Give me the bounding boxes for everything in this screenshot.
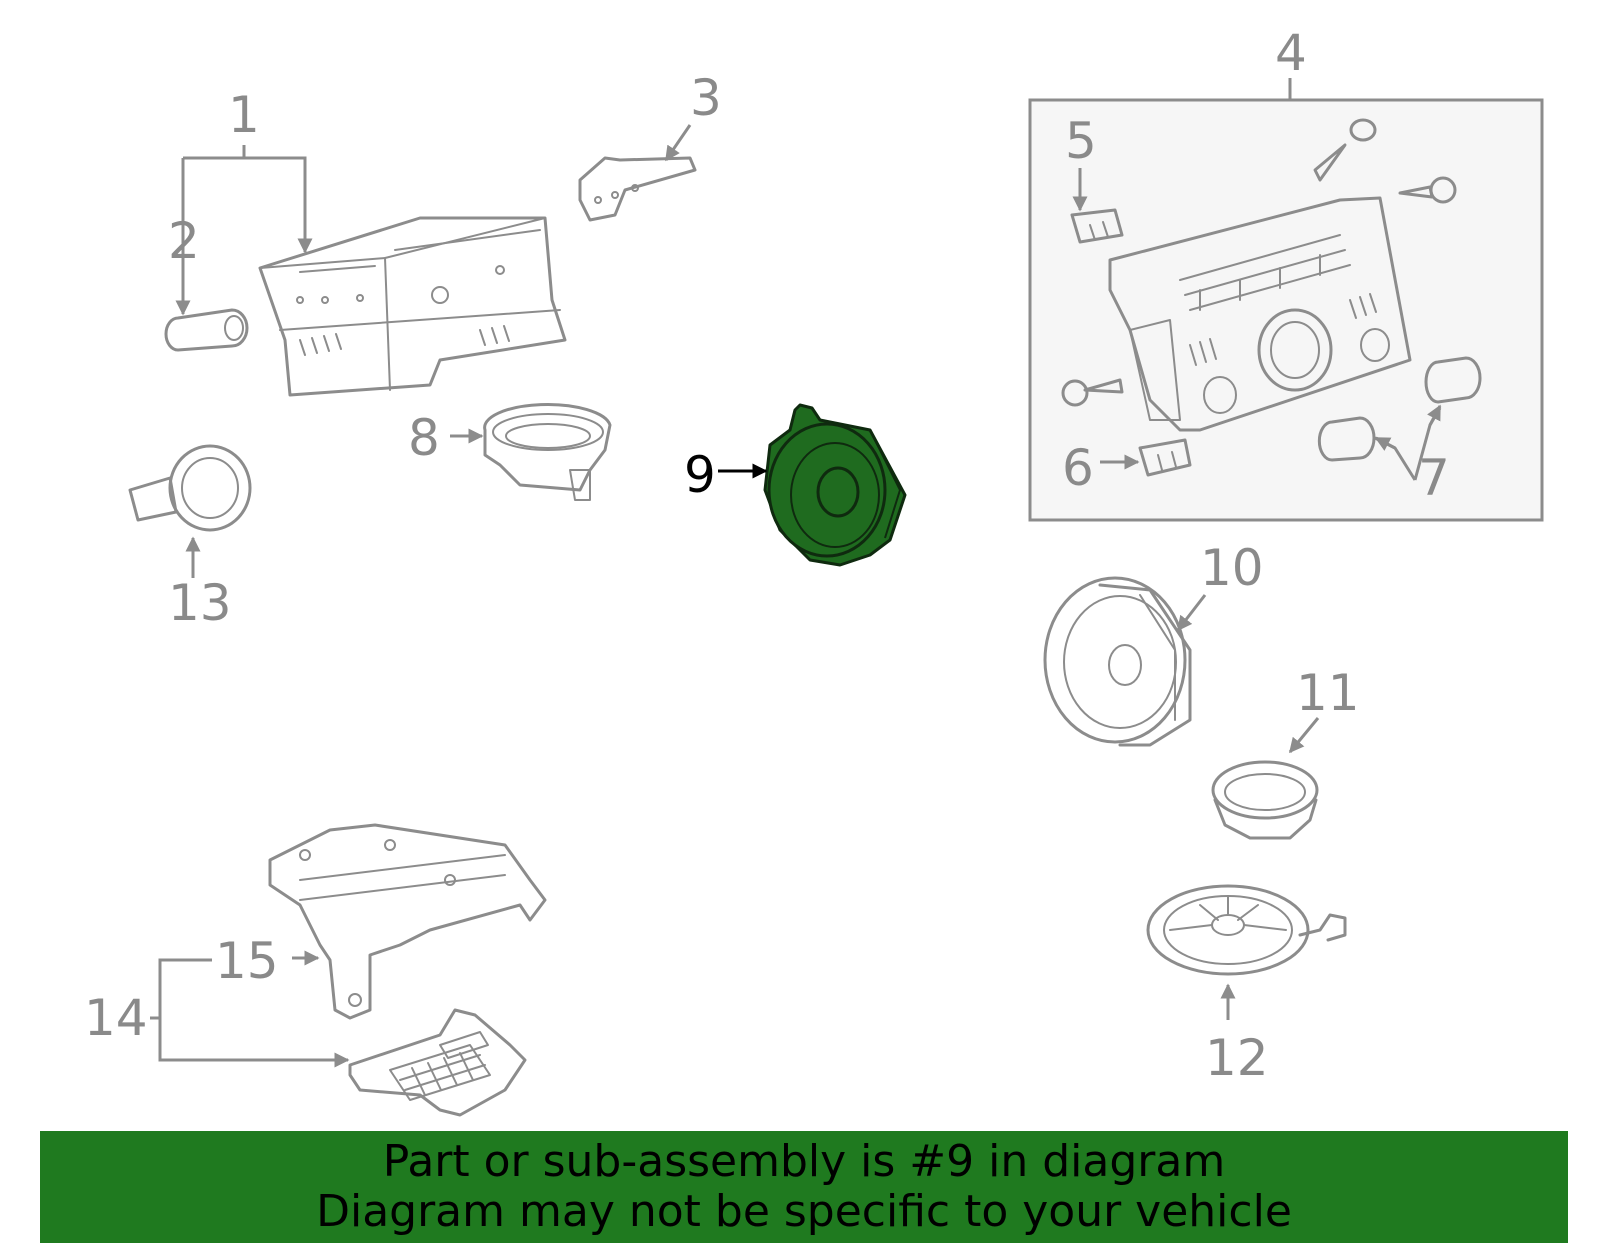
callout-2: 2 (168, 212, 200, 270)
holder-part-13[interactable] (128, 444, 252, 532)
callout-6: 6 (1062, 439, 1094, 497)
banner-line-2: Diagram may not be specific to your vehi… (316, 1186, 1292, 1237)
screw-left (1061, 378, 1124, 407)
speaker-part-11[interactable] (1211, 760, 1319, 840)
callout-9: 9 (684, 446, 716, 504)
callout-10: 10 (1200, 539, 1264, 597)
amplifier-part-14[interactable] (348, 1008, 527, 1117)
mounting-bracket-part-15[interactable] (268, 823, 547, 1020)
callout-11: 11 (1296, 664, 1360, 722)
callout-13: 13 (168, 574, 232, 632)
clip-part-6[interactable] (1138, 438, 1192, 477)
callout-15: 15 (215, 932, 279, 990)
screw-top (1313, 118, 1377, 182)
callout-5: 5 (1065, 112, 1097, 170)
bracket-part-3[interactable] (578, 156, 697, 222)
banner-line-1: Part or sub-assembly is #9 in diagram (382, 1136, 1226, 1187)
callout-12: 12 (1205, 1029, 1269, 1087)
callout-1: 1 (228, 86, 260, 144)
clip-part-5[interactable] (1070, 208, 1124, 244)
callout-7: 7 (1418, 449, 1450, 507)
callout-3: 3 (690, 69, 722, 127)
radio-unit-part-1[interactable] (258, 216, 567, 397)
tweeter-part-8[interactable] (483, 402, 612, 501)
speaker-part-12[interactable] (1146, 884, 1347, 976)
info-banner: Part or sub-assembly is #9 in diagram Di… (40, 1131, 1568, 1243)
callout-14: 14 (84, 989, 148, 1047)
callout-4: 4 (1275, 24, 1307, 82)
screw-right (1398, 176, 1457, 204)
knob-part-2[interactable] (164, 308, 249, 352)
speaker-part-9[interactable] (763, 403, 907, 567)
woofer-part-10[interactable] (1043, 576, 1192, 747)
control-panel-part-4[interactable] (1108, 196, 1412, 432)
knob-part-7[interactable] (1317, 356, 1482, 462)
callout-8: 8 (408, 409, 440, 467)
